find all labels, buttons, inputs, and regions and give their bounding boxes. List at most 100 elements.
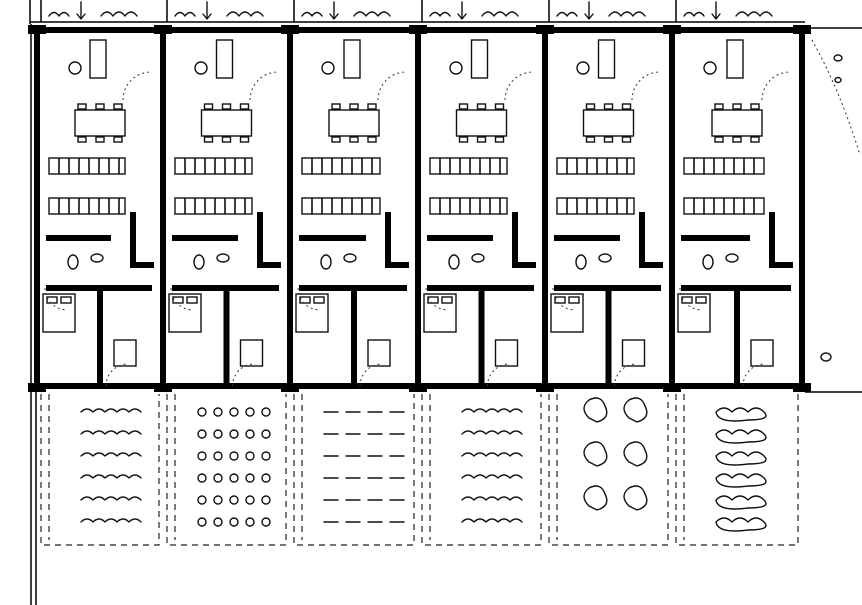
- kitchen-counter-icon: [429, 157, 508, 175]
- shrub-icon: [353, 11, 391, 17]
- door-swing: [425, 287, 449, 311]
- chair-icon: [476, 136, 487, 143]
- chair-icon: [113, 136, 123, 143]
- shrub-icon: [174, 11, 196, 17]
- tree-icon: [623, 485, 648, 511]
- stair-icon: [48, 197, 126, 215]
- chair-icon: [367, 136, 377, 143]
- wall-post: [154, 383, 172, 392]
- chair-icon: [203, 136, 214, 143]
- pillow-icon: [695, 296, 707, 304]
- hedge-icon: [715, 473, 767, 488]
- door-swing: [614, 363, 637, 387]
- planting-hedges: [715, 407, 767, 532]
- chair-icon: [576, 61, 590, 75]
- door-swing: [377, 71, 407, 101]
- arrow-icon: [329, 13, 339, 20]
- shrub-icon: [213, 451, 223, 461]
- sofa-icon: [597, 39, 616, 79]
- shrub-icon: [229, 451, 239, 461]
- bollard-icon: [820, 352, 832, 362]
- sink-icon: [343, 253, 357, 263]
- grass-icon: [80, 452, 142, 457]
- tree-icon: [583, 441, 608, 467]
- grass-icon: [461, 518, 523, 523]
- shrub-icon: [213, 473, 223, 483]
- sofa-icon: [726, 39, 744, 79]
- tree-icon: [583, 397, 608, 423]
- arrow-icon: [711, 13, 721, 20]
- shrub-icon: [245, 473, 255, 483]
- sink-icon: [598, 253, 612, 263]
- sofa-icon: [215, 39, 234, 79]
- planting-ground-cover: [323, 411, 405, 523]
- kitchen-counter-icon: [301, 157, 381, 175]
- garden-fence: [675, 394, 799, 546]
- shrub-icon: [229, 495, 239, 505]
- grass-icon: [461, 430, 523, 435]
- hedge-icon: [715, 517, 767, 532]
- toilet-icon: [702, 254, 714, 270]
- door-swing: [487, 363, 510, 387]
- chair-icon: [621, 103, 632, 110]
- wall-post: [536, 25, 554, 34]
- stair-icon: [556, 197, 635, 215]
- chair-icon: [603, 136, 614, 143]
- sink-icon: [725, 253, 739, 263]
- chair-icon: [732, 103, 742, 110]
- shrub-icon: [197, 517, 207, 527]
- garden-plots: [40, 394, 799, 546]
- pillow-icon: [186, 296, 198, 304]
- door-swing: [359, 363, 383, 387]
- chair-icon: [239, 136, 250, 143]
- shrub-icon: [556, 11, 578, 17]
- shrub-icon: [261, 429, 271, 439]
- chair-icon: [458, 136, 469, 143]
- grass-icon: [461, 452, 523, 457]
- chair-icon: [603, 103, 614, 110]
- shrub-icon: [229, 429, 239, 439]
- toilet-icon: [575, 254, 587, 270]
- shrub-icon: [683, 11, 705, 17]
- desk-icon: [113, 339, 137, 367]
- shrub-icon: [608, 11, 646, 17]
- garden-fence: [548, 394, 669, 546]
- chair-icon: [703, 61, 717, 75]
- wall-post: [28, 25, 46, 34]
- pillow-icon: [172, 296, 184, 304]
- chair-icon: [732, 136, 742, 143]
- arrow-icon: [202, 13, 212, 20]
- chair-icon: [476, 103, 487, 110]
- arrow-icon: [457, 13, 467, 20]
- door-swing: [761, 71, 791, 101]
- grass-icon: [80, 496, 142, 501]
- chair-icon: [221, 103, 232, 110]
- chair-icon: [113, 103, 123, 110]
- door-swing: [122, 71, 152, 101]
- exterior-path: [811, 39, 861, 362]
- door-swing: [297, 287, 321, 311]
- chair-icon: [750, 136, 760, 143]
- interior-wall: [769, 212, 793, 268]
- toilet-icon: [448, 254, 460, 270]
- pillow-icon: [681, 296, 693, 304]
- wall-post: [154, 25, 172, 34]
- wall-post: [409, 383, 427, 392]
- chair-icon: [194, 61, 208, 75]
- unit: [42, 39, 154, 389]
- tree-icon: [623, 441, 648, 467]
- door-swing: [170, 287, 194, 311]
- shrub-icon: [213, 495, 223, 505]
- toilet-icon: [193, 254, 205, 270]
- grass-icon: [80, 408, 142, 413]
- pillow-icon: [554, 296, 566, 304]
- interior-wall: [385, 212, 409, 268]
- chair-icon: [95, 136, 105, 143]
- garden-fence: [293, 394, 415, 546]
- shrub-icon: [245, 495, 255, 505]
- interior-wall: [512, 212, 536, 268]
- chair-icon: [68, 61, 82, 75]
- dining-table-icon: [200, 109, 253, 137]
- grass-icon: [80, 474, 142, 479]
- dining-table-icon: [328, 109, 380, 137]
